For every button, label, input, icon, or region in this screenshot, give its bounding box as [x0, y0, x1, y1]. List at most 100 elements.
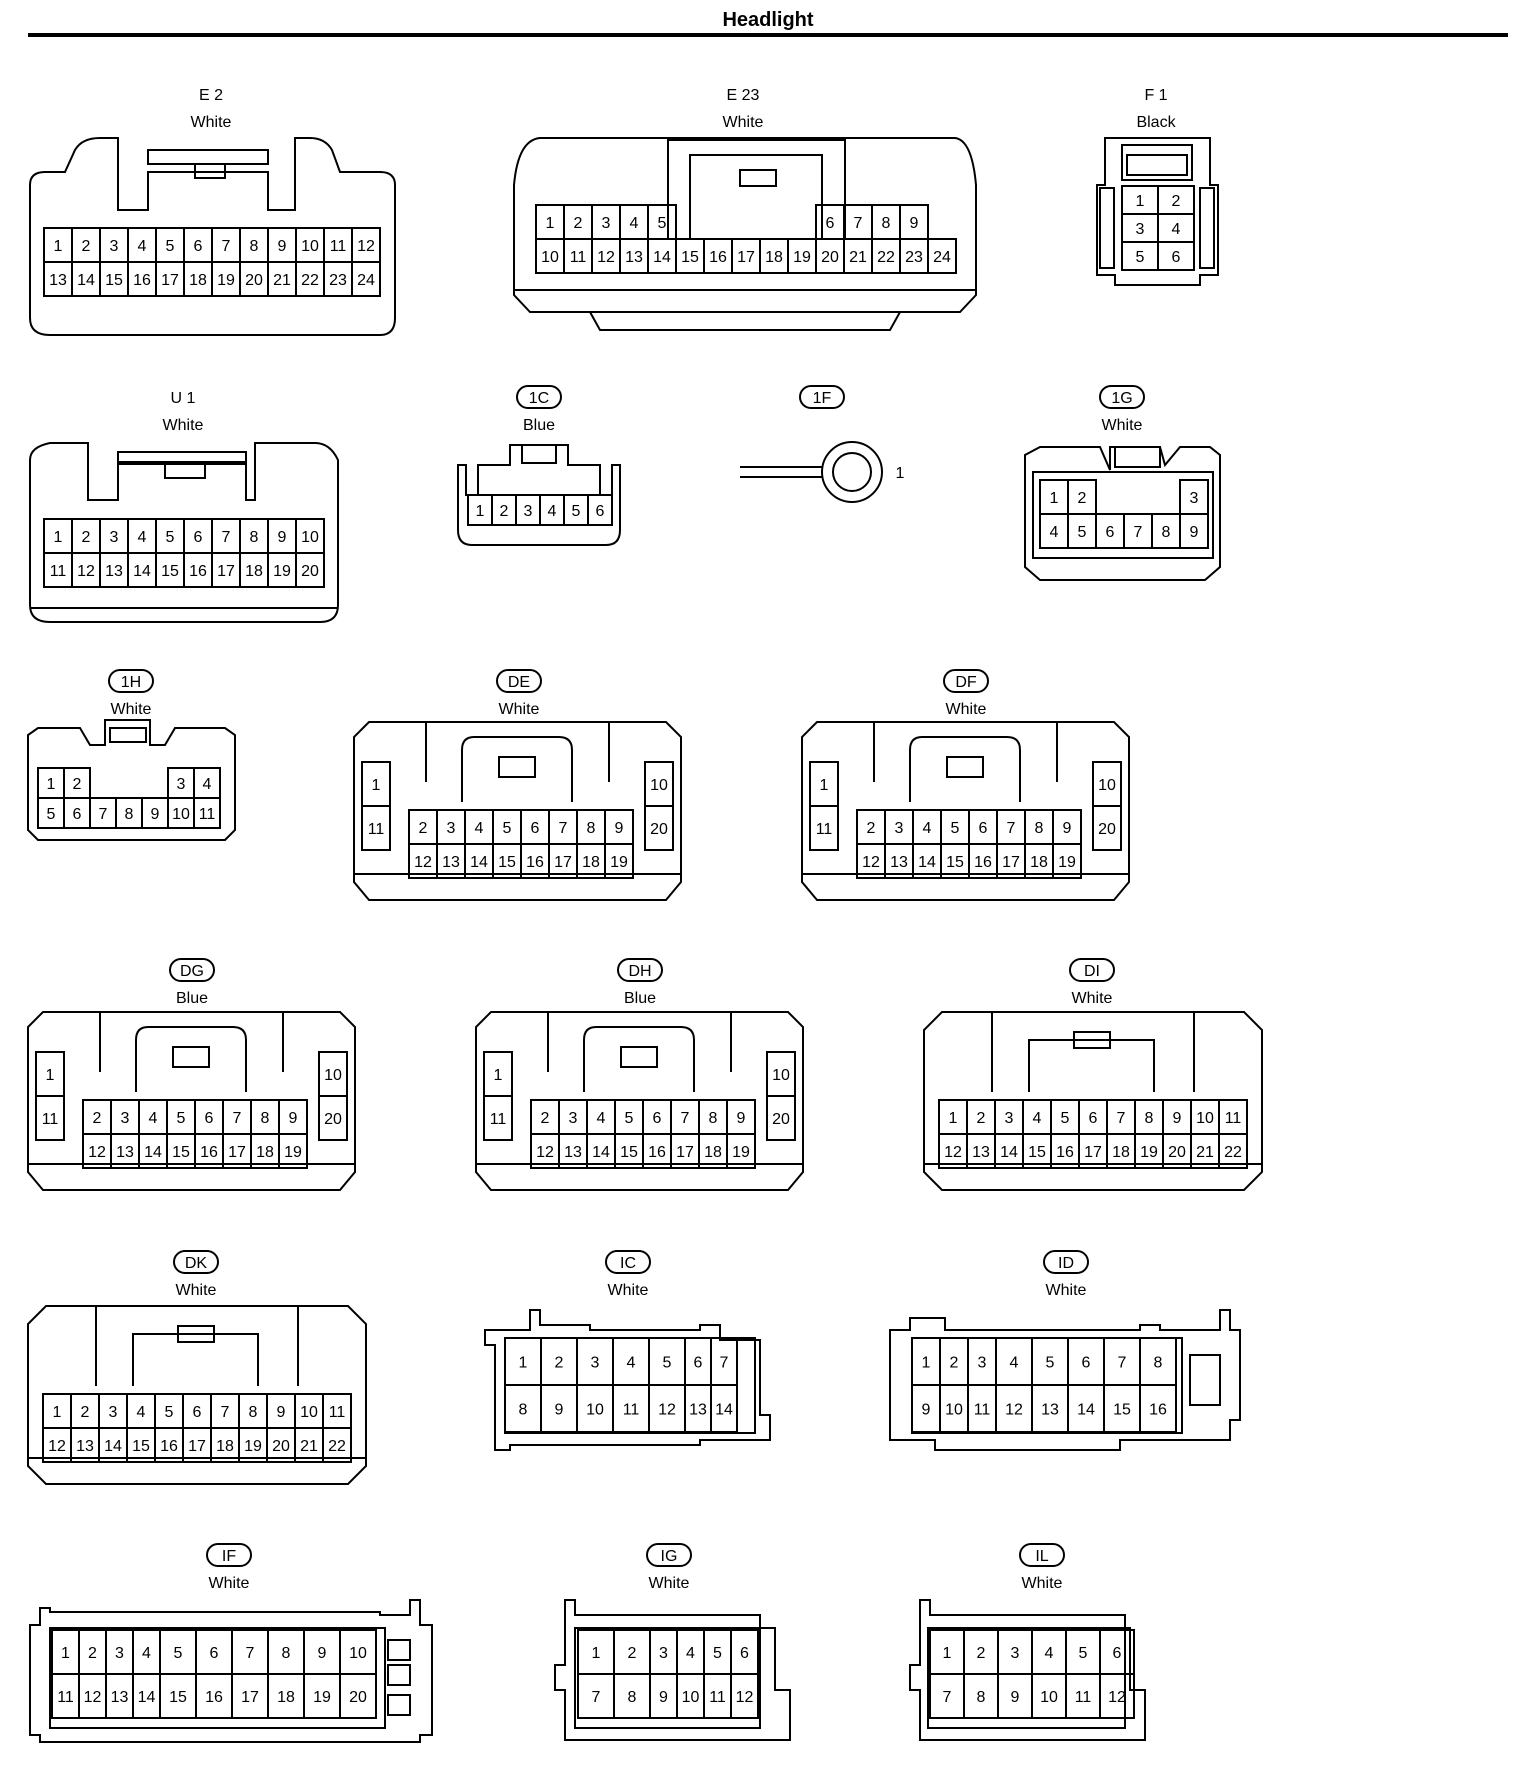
pin-number: 1 — [54, 529, 63, 546]
pin-number: 2 — [82, 529, 91, 546]
connector-color: White — [1102, 417, 1143, 434]
connector-outline — [909, 1599, 1146, 1741]
pin: 4 — [539, 494, 565, 526]
pin-number: 2 — [82, 238, 91, 255]
pin-number: 4 — [627, 1355, 636, 1372]
pin: 6 — [182, 1393, 212, 1429]
pin: 5 — [37, 797, 65, 829]
pin: 16 — [195, 1673, 233, 1719]
pin: 12 — [408, 843, 438, 879]
connector-outline — [164, 463, 206, 479]
pin: 15 — [492, 843, 522, 879]
pin: 4 — [586, 1099, 616, 1135]
pin: 3 — [558, 1099, 588, 1135]
pin-number: 17 — [1002, 854, 1020, 871]
connector-outline — [739, 169, 777, 187]
pin: 7 — [89, 797, 117, 829]
pin-number: 1 — [1136, 193, 1145, 210]
pin-number: 6 — [1172, 249, 1181, 266]
connector-outline — [457, 444, 621, 546]
pin-number: 19 — [244, 1438, 262, 1455]
pin-number: 9 — [910, 215, 919, 232]
pin-cell — [35, 1095, 65, 1141]
pin-number: 7 — [1007, 820, 1016, 837]
pin-number: 8 — [1154, 1355, 1163, 1372]
pin: 10 — [939, 1384, 969, 1433]
pin: 8 — [239, 518, 269, 554]
pin-number: 1 — [546, 215, 555, 232]
pin: 5 — [166, 1099, 196, 1135]
pin-number: 21 — [849, 249, 867, 266]
pin: 4 — [464, 809, 494, 845]
pin: 2 — [70, 1393, 100, 1429]
pin: 15 — [675, 238, 705, 274]
pin: 4 — [132, 1629, 161, 1675]
pin: 2 — [1067, 479, 1097, 515]
pin: 11 — [51, 1673, 80, 1719]
connector-color: White — [191, 114, 232, 131]
pin: 17 — [222, 1133, 252, 1169]
pin: 5 — [647, 204, 677, 240]
pin-number: 19 — [1058, 854, 1076, 871]
pin: 11 — [43, 552, 73, 588]
pin-number: 9 — [1063, 820, 1072, 837]
pin-number: 1 — [372, 777, 381, 794]
connector-frame — [1032, 471, 1214, 559]
pin-number: 12 — [944, 1144, 962, 1161]
pin-number: 3 — [591, 1355, 600, 1372]
pin: 6 — [1157, 241, 1195, 271]
connector-color: Blue — [624, 990, 656, 1007]
pin: 2 — [963, 1629, 999, 1675]
pin: 13 — [966, 1133, 996, 1169]
pin: 18 — [698, 1133, 728, 1169]
connector-color: White — [209, 1575, 250, 1592]
pin-number: 1 — [949, 1110, 958, 1127]
pin-number: 11 — [50, 563, 67, 580]
pin-number: 16 — [648, 1144, 666, 1161]
pin-number: 16 — [1149, 1402, 1167, 1419]
pin: 20 — [1092, 805, 1122, 851]
pin-number: 5 — [572, 503, 581, 520]
pin: 5 — [154, 1393, 184, 1429]
code-badge — [646, 1543, 692, 1567]
pin-number: 6 — [826, 215, 835, 232]
pin-number: 15 — [172, 1144, 190, 1161]
pin-number: 3 — [447, 820, 456, 837]
pin-number: 13 — [1041, 1402, 1059, 1419]
pin-number: 7 — [246, 1645, 255, 1662]
pin-number: 4 — [1010, 1355, 1019, 1372]
pin: 16 — [183, 552, 213, 588]
pin: 3 — [649, 1629, 678, 1675]
pin-number: 2 — [1078, 490, 1087, 507]
pin-number: 11 — [623, 1402, 640, 1419]
pin: 7 — [1123, 513, 1153, 549]
pin: 5 — [1050, 1099, 1080, 1135]
pin: 12 — [78, 1673, 107, 1719]
pin-number: 14 — [104, 1438, 122, 1455]
pin-number: 16 — [1056, 1144, 1074, 1161]
pin-number: 11 — [368, 821, 385, 838]
pin-number: 13 — [111, 1689, 129, 1706]
pin-number: 7 — [854, 215, 863, 232]
pin-number: 9 — [318, 1645, 327, 1662]
pin: 12 — [82, 1133, 112, 1169]
pin-cell — [318, 1095, 348, 1141]
code-badge — [496, 669, 542, 693]
pin-cell — [361, 805, 391, 851]
pin-number: 15 — [169, 1689, 187, 1706]
pin-number: 9 — [151, 806, 160, 823]
pin: 18 — [1024, 843, 1054, 879]
pin-number: 9 — [1173, 1110, 1182, 1127]
pin-number: 10 — [349, 1645, 367, 1662]
pin: 13 — [436, 843, 466, 879]
pin-number: 14 — [918, 854, 936, 871]
pin: 10 — [295, 518, 325, 554]
pin-number: 7 — [943, 1689, 952, 1706]
pin-cell — [322, 1427, 352, 1463]
pin-number: 9 — [737, 1110, 746, 1127]
pin-number: 2 — [541, 1110, 550, 1127]
